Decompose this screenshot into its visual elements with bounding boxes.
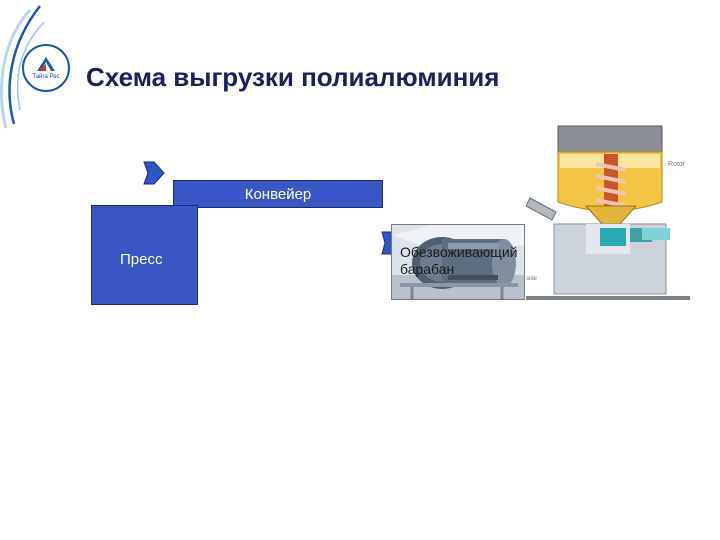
company-logo: Тайга Рес (22, 44, 70, 92)
press-box: Пресс (91, 205, 198, 305)
conveyor-label: Конвейер (244, 185, 312, 203)
slide-title: Схема выгрузки полиалюминия (86, 62, 500, 92)
press-label: Пресс (120, 251, 163, 268)
drum-label: Обезвоживающий барабан (400, 244, 518, 277)
dewatering-drum-image (391, 224, 525, 300)
logo-swoosh (0, 5, 45, 129)
drum-illustration (392, 225, 524, 299)
extruder-illustration: Rotor side (526, 120, 690, 310)
rotor-annotation: Rotor (668, 161, 686, 168)
logo-caption: Тайга Рес (32, 73, 60, 80)
side-annotation: side (526, 276, 538, 282)
screw-icon (595, 154, 627, 214)
arrow-to-conveyor-icon (143, 161, 165, 185)
conveyor-box: Конвейер (173, 180, 383, 208)
logo-mark-icon (37, 56, 55, 71)
